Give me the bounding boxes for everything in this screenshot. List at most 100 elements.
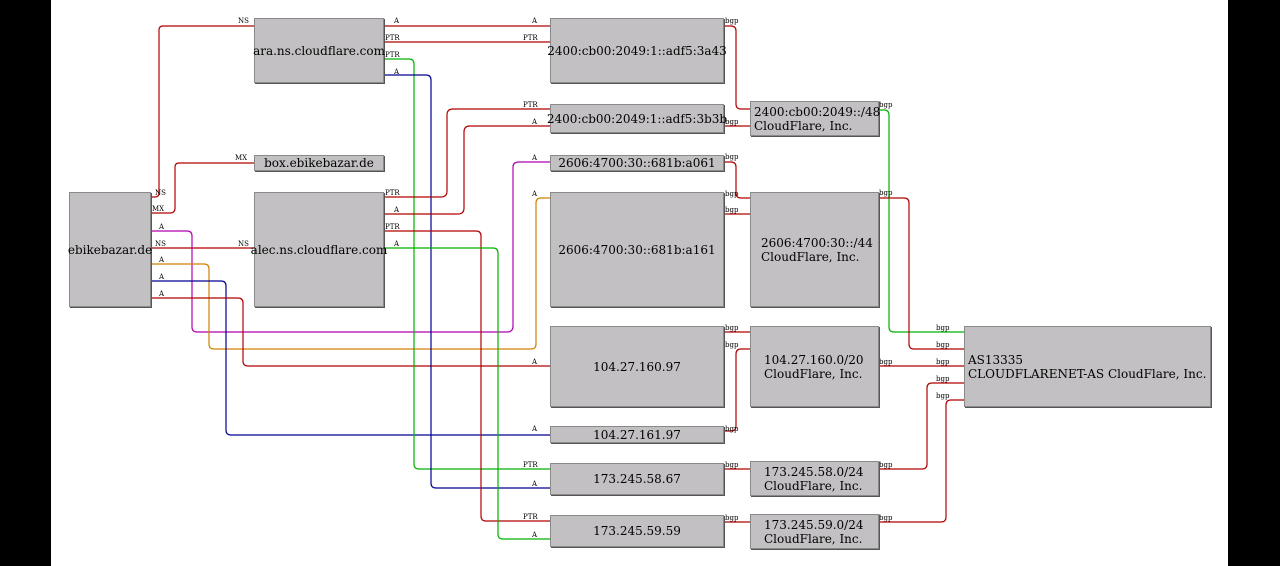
edge-label-a: A [531,480,538,488]
dns-graph-canvas: NS NS MX MX A NS NS A A A A A PTR PTR PT… [51,0,1228,566]
node-label: alec.ns.cloudflare.com [250,242,388,257]
edge-alec-a-5959 [384,247,550,540]
edge-label-a: A [158,223,165,231]
edge-label-ptr: PTR [385,189,400,197]
node-label: 104.27.161.97 [593,427,681,442]
node-ipv4-104-27-161-97[interactable]: 104.27.161.97 [550,426,724,443]
prefix-owner: CloudFlare, Inc. [761,249,860,264]
node-label: 173.245.58.67 [593,472,681,486]
node-ipv4-173-245-58-67[interactable]: 173.245.58.67 [550,463,724,495]
edge-label-ptr: PTR [385,51,400,59]
edge-label-bgp: bgp [879,189,893,197]
edge-a-16197 [151,280,550,436]
prefix-owner: CloudFlare, Inc. [764,531,863,546]
edge-label-a: A [393,240,400,248]
prefix-label: 104.27.160.0/20 [764,352,864,367]
edge-bgp-17358-as [879,382,964,470]
edge-label-bgp: bgp [725,461,739,469]
node-prefix-104[interactable]: 104.27.160.0/20 CloudFlare, Inc. [750,326,879,407]
node-as13335[interactable]: AS13335 CLOUDFLARENET-AS CloudFlare, Inc… [964,326,1211,407]
edge-bgp-3a43-2400 [724,25,750,110]
edge-label-bgp: bgp [725,206,739,214]
node-prefix-173-245-58[interactable]: 173.245.58.0/24 CloudFlare, Inc. [750,461,879,496]
node-alec-nameserver[interactable]: alec.ns.cloudflare.com [251,192,387,307]
edge-ara-ptr-5867 [384,58,550,470]
edge-label-ptr: PTR [385,223,400,231]
graph-edges: NS NS MX MX A NS NS A A A A A PTR PTR PT… [151,17,964,540]
edge-label-bgp: bgp [725,514,739,522]
edge-label-bgp: bgp [725,118,739,126]
prefix-owner: CloudFlare, Inc. [764,478,863,493]
edge-a-16097 [151,297,550,367]
edge-label-ptr: PTR [523,461,538,469]
node-ipv4-104-27-160-97[interactable]: 104.27.160.97 [550,326,724,407]
edge-label-a: A [531,358,538,366]
edge-label-a: A [158,256,165,264]
node-ipv6-a161[interactable]: 2606:4700:30::681b:a161 [550,192,724,307]
node-label: 2606:4700:30::681b:a161 [558,242,716,257]
edge-label-bgp: bgp [879,358,893,366]
node-ipv6-3a43[interactable]: 2400:cb00:2049:1::adf5:3a43 [547,18,727,83]
edge-label-a: A [531,154,538,162]
node-ebikebazar[interactable]: ebikebazar.de [67,192,153,307]
edge-label-ns: NS [238,240,249,248]
edge-a-a161 [151,197,550,350]
edge-label-ns: NS [238,17,249,25]
edge-label-ns: NS [155,240,166,248]
edge-label-bgp: bgp [725,324,739,332]
edge-label-a: A [531,17,538,25]
edge-label-ptr: PTR [523,34,538,42]
edge-mx-box [151,162,254,214]
node-box-mailserver[interactable]: box.ebikebazar.de [254,155,384,171]
edge-alec-ptr-3b3b [384,108,550,198]
edge-ns-ara [151,25,254,198]
as-owner: CLOUDFLARENET-AS CloudFlare, Inc. [968,366,1207,381]
edge-label-bgp: bgp [879,461,893,469]
edge-label-bgp: bgp [936,341,950,349]
node-label: ebikebazar.de [67,242,153,257]
edge-label-a: A [158,273,165,281]
edge-label-ptr: PTR [523,101,538,109]
edge-label-bgp: bgp [725,341,739,349]
edge-label-bgp: bgp [936,392,950,400]
node-prefix-173-245-59[interactable]: 173.245.59.0/24 CloudFlare, Inc. [750,514,879,549]
edge-bgp-2400-as [879,109,964,333]
edge-label-bgp: bgp [879,514,893,522]
node-label: box.ebikebazar.de [264,156,374,170]
prefix-label: 173.245.58.0/24 [764,464,864,479]
edge-bgp-a061-2606 [724,161,750,199]
node-label: 2400:cb00:2049:1::adf5:3b3b [546,111,728,126]
edge-label-bgp: bgp [725,17,739,25]
edge-bgp-16197-104 [724,348,750,432]
node-label: 173.245.59.59 [593,524,681,538]
edge-label-mx: MX [235,154,247,162]
node-prefix-2400[interactable]: 2400:cb00:2049::/48 CloudFlare, Inc. [750,101,881,136]
prefix-label: 2400:cb00:2049::/48 [754,104,881,119]
edge-alec-a-3b3b [384,125,550,215]
edge-label-bgp: bgp [725,190,739,198]
edge-label-ptr: PTR [523,513,538,521]
edge-label-a: A [531,425,538,433]
edge-label-a: A [393,206,400,214]
prefix-owner: CloudFlare, Inc. [764,366,863,381]
edge-label-bgp: bgp [936,358,950,366]
edge-label-mx: MX [152,205,164,213]
edge-label-bgp: bgp [936,375,950,383]
node-label: 2606:4700:30::681b:a061 [558,156,716,170]
edge-label-bgp: bgp [879,101,893,109]
node-ipv6-a061[interactable]: 2606:4700:30::681b:a061 [550,155,724,171]
node-ipv6-3b3b[interactable]: 2400:cb00:2049:1::adf5:3b3b [546,104,728,133]
edge-label-a: A [531,531,538,539]
node-label: ara.ns.cloudflare.com [253,43,385,58]
as-number: AS13335 [968,352,1024,367]
node-ara-nameserver[interactable]: ara.ns.cloudflare.com [253,18,385,83]
node-ipv4-173-245-59-59[interactable]: 173.245.59.59 [550,515,724,547]
edge-label-ptr: PTR [385,34,400,42]
edge-a-a061 [151,161,550,333]
node-label: 104.27.160.97 [593,359,681,374]
node-prefix-2606[interactable]: 2606:4700:30::/44 CloudFlare, Inc. [750,192,879,307]
edge-label-a: A [531,190,538,198]
edge-alec-ptr-5959 [384,230,550,522]
edge-label-bgp: bgp [725,153,739,161]
edge-ara-a-5867 [384,74,550,489]
